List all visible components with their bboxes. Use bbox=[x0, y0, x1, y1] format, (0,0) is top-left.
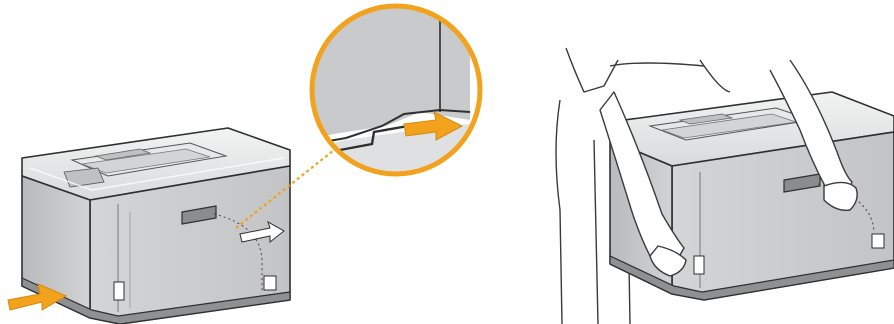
left-panel bbox=[8, 0, 480, 324]
magnifier-callout-icon bbox=[300, 0, 480, 190]
right-panel bbox=[556, 48, 894, 324]
